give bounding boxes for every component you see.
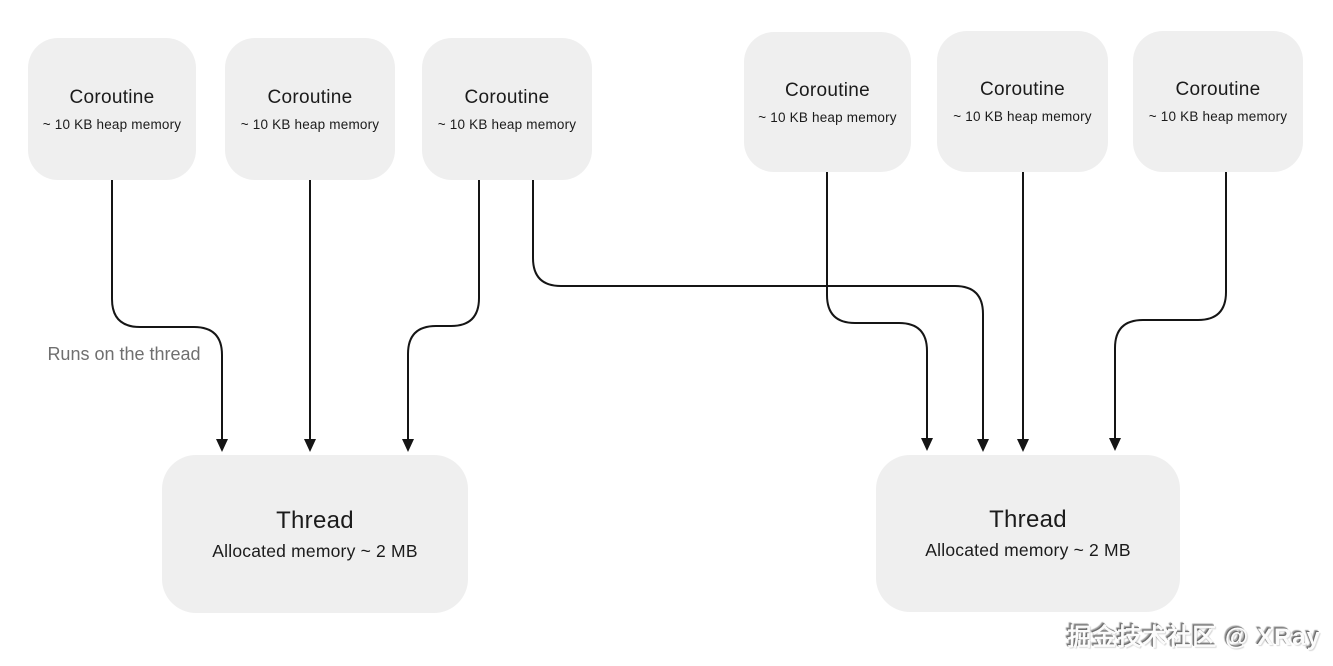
coroutine-3-title: Coroutine — [464, 86, 550, 108]
thread-1-title: Thread — [276, 506, 354, 534]
thread-1-subtitle: Allocated memory ~ 2 MB — [212, 540, 418, 561]
coroutine-4-title: Coroutine — [784, 79, 871, 101]
coroutine-box-3: Coroutine ~ 10 KB heap memory — [422, 38, 592, 180]
watermark: 掘金技术社区 @ XRay — [1067, 624, 1321, 651]
edge-label-runs-on-thread: Runs on the thread — [47, 344, 201, 364]
coroutine-3-subtitle: ~ 10 KB heap memory — [437, 116, 577, 132]
coroutine-6-title: Coroutine — [1175, 79, 1261, 100]
coroutine-box-5: Coroutine ~ 10 KB heap memory — [937, 31, 1108, 172]
coroutine-2-title: Coroutine — [267, 86, 353, 108]
coroutine-box-4: Coroutine ~ 10 KB heap memory — [744, 32, 911, 172]
coroutine-2-subtitle: ~ 10 KB heap memory — [240, 116, 380, 132]
edge-coroutine-1-thread-1 — [111, 180, 228, 452]
coroutine-6-subtitle: ~ 10 KB heap memory — [1148, 109, 1288, 124]
edge-coroutine-6-thread-2 — [1109, 172, 1227, 451]
thread-box-1: Thread Allocated memory ~ 2 MB — [162, 455, 468, 613]
coroutine-box-1: Coroutine ~ 10 KB heap memory — [28, 38, 196, 180]
thread-2-subtitle: Allocated memory ~ 2 MB — [925, 540, 1131, 560]
coroutine-1-subtitle: ~ 10 KB heap memory — [42, 116, 182, 132]
edge-coroutine-3-thread-1 — [402, 180, 480, 452]
coroutine-box-2: Coroutine ~ 10 KB heap memory — [225, 38, 395, 180]
thread-2-title: Thread — [989, 506, 1067, 533]
coroutine-5-title: Coroutine — [979, 79, 1066, 100]
coroutine-5-subtitle: ~ 10 KB heap memory — [953, 109, 1092, 124]
thread-box-2: Thread Allocated memory ~ 2 MB — [876, 455, 1180, 612]
coroutine-1-title: Coroutine — [69, 86, 155, 108]
coroutine-4-subtitle: ~ 10 KB heap memory — [758, 109, 897, 125]
edge-coroutine-4-thread-2 — [826, 172, 933, 451]
coroutine-box-6: Coroutine ~ 10 KB heap memory — [1133, 31, 1303, 172]
edge-coroutine-3-thread-2 — [532, 180, 989, 452]
